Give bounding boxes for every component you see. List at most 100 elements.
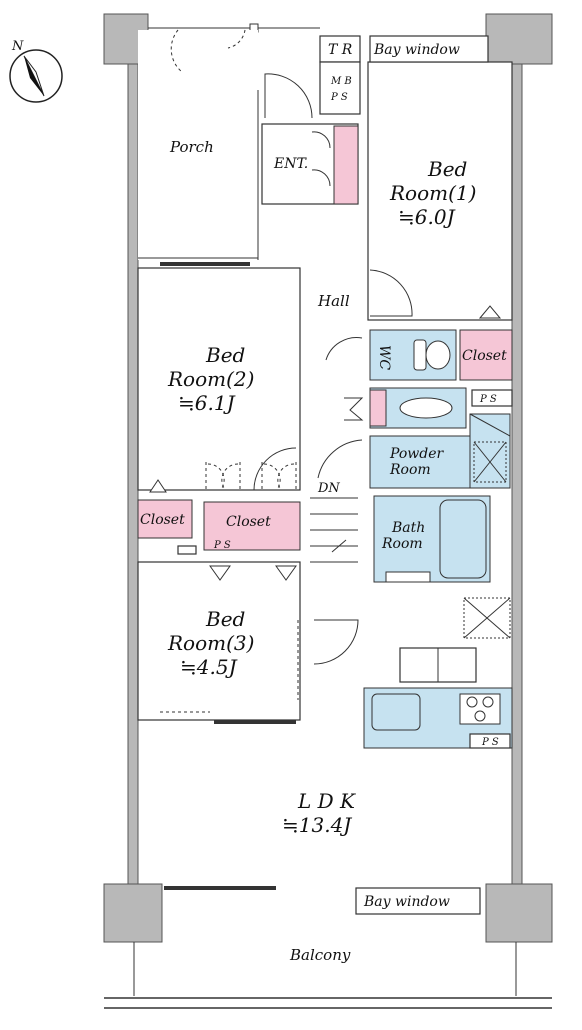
- bedroom-1-line2: Room(1): [389, 181, 476, 205]
- bedroom-2-line1: Bed: [205, 343, 245, 367]
- bedroom-3: Bed Room(3) ≒4.5J: [137, 561, 359, 724]
- shoe-closet: [333, 125, 359, 205]
- ldk: L D K ≒13.4J Bay window: [164, 789, 481, 915]
- kitchen-sink: [371, 693, 421, 731]
- ps-right-box: [471, 389, 513, 407]
- compass-circle: [9, 49, 63, 103]
- burner-3: [474, 710, 486, 722]
- ent-door-swing: [264, 73, 313, 119]
- bay-window-top-label: Bay window: [373, 42, 460, 58]
- bedroom-3-size: ≒4.5J: [180, 655, 238, 679]
- bath-line2: Room: [381, 536, 423, 552]
- toilet-tank: [413, 339, 427, 371]
- ent-closet-swing-2: [311, 169, 331, 187]
- mb-label: M B: [330, 76, 352, 87]
- ps-right: P S: [471, 389, 513, 407]
- burner-1: [466, 696, 478, 708]
- bedroom-2: Bed Room(2) ≒6.1J: [137, 262, 301, 491]
- ps-mid-box: [177, 545, 197, 555]
- balcony-label: Balcony: [289, 946, 351, 964]
- porch-gate-swing-right: [227, 29, 246, 49]
- hall: Hall: [317, 292, 363, 361]
- closet-right-area: [459, 329, 513, 381]
- bedroom-2-area: [137, 267, 301, 491]
- washer-diag: [469, 413, 511, 437]
- kitchen-vent: [463, 597, 511, 639]
- kitchen-vent-x2: [463, 597, 511, 639]
- bedroom-3-marker-2: [275, 565, 297, 581]
- powder-room-line1: Powder: [389, 446, 445, 462]
- bedroom-1-door-swing: [369, 269, 413, 317]
- wall-right: [511, 29, 523, 901]
- kitchen: P S: [363, 597, 513, 749]
- ldk-size: ≒13.4J: [282, 813, 352, 837]
- vanity-sink: [399, 397, 453, 419]
- bedroom-1-area: [367, 61, 513, 321]
- powder-door-swing: [317, 439, 363, 479]
- bay-window-bottom: [355, 887, 481, 915]
- bathtub: [439, 499, 487, 579]
- stove: [459, 693, 501, 725]
- porch-label: Porch: [169, 138, 214, 156]
- wc: WC: [369, 329, 457, 381]
- mb-ps-box: [319, 61, 361, 115]
- bedroom-1: Bay window Bed Room(1) ≒6.0J: [367, 35, 513, 321]
- pillar-top-right: [485, 13, 553, 65]
- bay-window-bottom-label: Bay window: [363, 894, 450, 910]
- ldk-door-swing: [313, 619, 359, 665]
- burner-2: [482, 696, 494, 708]
- ent-closet-swing-1: [311, 131, 331, 149]
- bedroom-3-line1: Bed: [205, 607, 245, 631]
- tr-label: T R: [328, 42, 353, 58]
- closet-right-marker: [478, 305, 502, 319]
- compass-needle-dark: [24, 56, 44, 96]
- bath-line1: Bath: [391, 520, 425, 536]
- pillar-bottom-left: [103, 883, 163, 943]
- pillar-bottom-right: [485, 883, 553, 943]
- compass: N: [9, 39, 63, 103]
- powder-room-line2: Room: [389, 462, 431, 478]
- closet-mid-label: Closet: [226, 514, 271, 530]
- washer-pan: [473, 441, 507, 483]
- bay-window-top: [369, 35, 489, 63]
- stair-treads: [310, 497, 358, 563]
- entrance: ENT.: [261, 123, 359, 205]
- bedroom-2-door-swing: [253, 447, 297, 491]
- bedroom-2-closet-doors: [205, 462, 241, 490]
- closet-left-label: Closet: [140, 512, 185, 528]
- toilet-bowl: [425, 340, 451, 370]
- ent-label: ENT.: [273, 156, 308, 172]
- closet-right-label: Closet: [462, 348, 507, 364]
- bath-step: [385, 571, 431, 583]
- linen-closet: [369, 389, 387, 427]
- tr-box: [319, 35, 361, 63]
- wc-door-swing: [325, 337, 363, 361]
- powder-room: Powder Room: [317, 387, 511, 489]
- ps-mid-label: P S: [213, 540, 231, 551]
- bath-room: Bath Room: [373, 495, 491, 583]
- ps-kitchen-box: [469, 733, 511, 749]
- mb-ps-label: P S: [330, 92, 348, 103]
- outer-walls: [103, 13, 553, 943]
- bedroom-2-closet-doors-2: [261, 462, 297, 490]
- stair-arrow: [331, 539, 347, 553]
- closets-mid: Closet Closet P S: [137, 479, 301, 555]
- bedroom-2-line2: Room(2): [167, 367, 254, 391]
- compass-north-label: N: [11, 39, 24, 54]
- ps-kitchen-label: P S: [481, 737, 499, 748]
- bedroom-1-size: ≒6.0J: [398, 205, 456, 229]
- closet-right: Closet: [459, 305, 513, 381]
- bedroom-3-marker-1: [209, 565, 231, 581]
- wc-label: WC: [376, 345, 392, 370]
- ldk-label: L D K: [297, 789, 356, 813]
- dn-label: DN: [317, 481, 340, 496]
- stairs: DN: [310, 481, 358, 563]
- wall-left: [127, 29, 139, 901]
- ps-right-label: P S: [479, 394, 497, 405]
- porch-area: [138, 30, 258, 260]
- washer-x2: [473, 441, 507, 483]
- bedroom-3-area: [137, 561, 301, 721]
- tr-mb-box: T R M B P S: [264, 35, 361, 119]
- bedroom-1-line1: Bed: [427, 157, 467, 181]
